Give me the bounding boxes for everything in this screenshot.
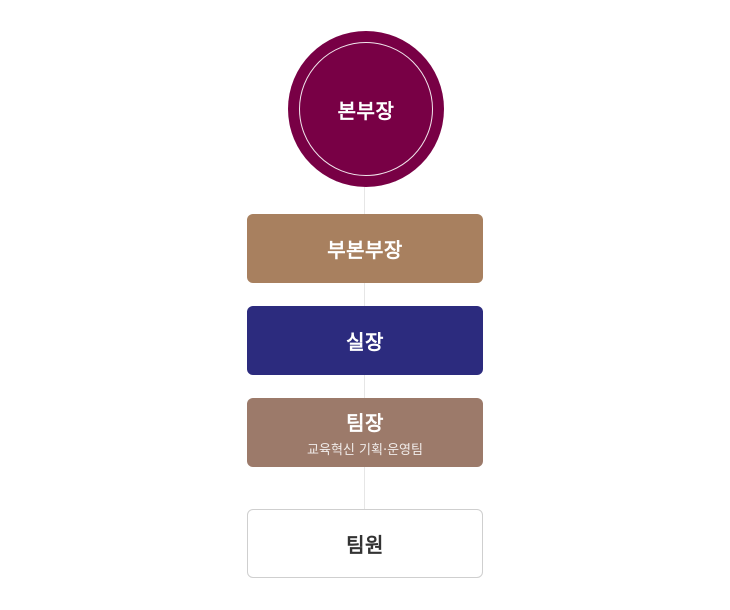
node-deputy: 부본부장: [247, 214, 483, 283]
node-office-label: 실장: [346, 330, 384, 354]
node-deputy-label: 부본부장: [327, 238, 403, 262]
node-head: 본부장: [288, 31, 444, 187]
node-office: 실장: [247, 306, 483, 375]
node-team-lead-sub: 교육혁신 기획·운영팀: [307, 443, 423, 458]
node-team-lead-label: 팀장: [346, 411, 384, 435]
head-inner-ring: [299, 42, 433, 176]
node-team-lead: 팀장 교육혁신 기획·운영팀: [247, 398, 483, 467]
node-head-label: 본부장: [337, 98, 395, 123]
node-member-label: 팀원: [346, 533, 384, 557]
node-member: 팀원: [247, 509, 483, 578]
